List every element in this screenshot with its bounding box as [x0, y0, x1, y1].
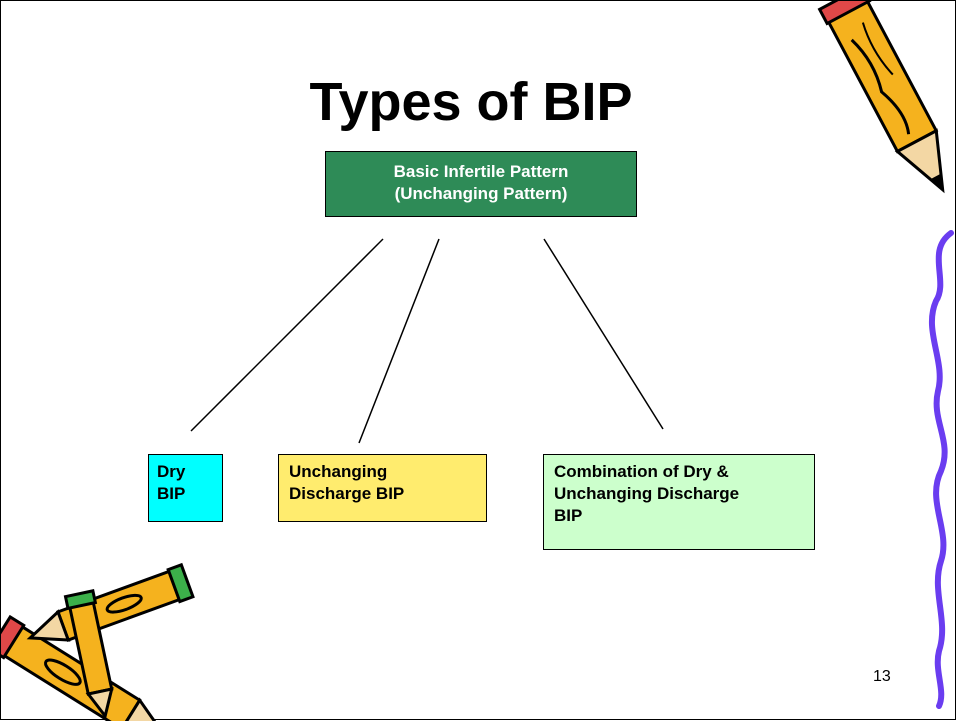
pencil-icon — [817, 1, 945, 194]
page-number: 13 — [873, 668, 891, 685]
connector-line-combination — [543, 238, 664, 430]
child-node-line: BIP — [157, 484, 186, 503]
connector-line-dry — [190, 238, 384, 432]
child-node-unchanging-discharge-bip: Unchanging Discharge BIP — [278, 454, 487, 522]
root-node-box: Basic Infertile Pattern (Unchanging Patt… — [325, 151, 637, 217]
child-node-combination-bip: Combination of Dry & Unchanging Discharg… — [543, 454, 815, 550]
wavy-border-line — [929, 230, 954, 709]
root-node-line: Basic Infertile Pattern — [393, 162, 569, 181]
slide-title: Types of BIP — [309, 72, 633, 132]
crossed-pencils-icon — [1, 562, 195, 721]
connector-line-unchanging — [358, 238, 440, 444]
child-node-line: Unchanging Discharge — [554, 484, 740, 503]
child-node-line: Combination of Dry & — [554, 462, 729, 481]
child-node-line: BIP — [554, 506, 583, 525]
child-node-line: Dry — [157, 462, 186, 481]
child-node-dry-bip: Dry BIP — [148, 454, 223, 522]
child-node-line: Unchanging — [289, 462, 388, 481]
child-node-line: Discharge BIP — [289, 484, 405, 503]
root-node-line: (Unchanging Pattern) — [394, 184, 568, 203]
